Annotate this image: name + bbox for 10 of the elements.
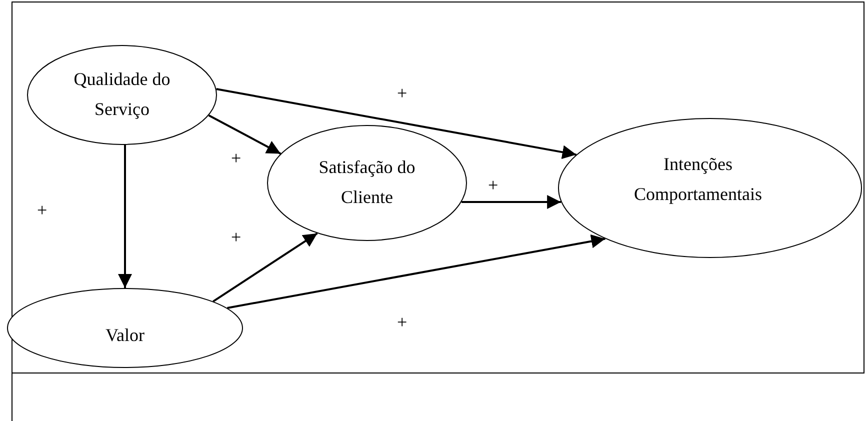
node-label: Qualidade do Serviço: [72, 68, 172, 121]
node-label: Intenções Comportamentais: [633, 153, 763, 206]
arrow: [227, 234, 606, 309]
node-label: Valor: [106, 324, 144, 348]
arrow: [208, 114, 282, 155]
node-label: Satisfação do Cliente: [318, 156, 416, 209]
arrow: [461, 195, 562, 209]
arrow: [216, 88, 576, 160]
arrow: [118, 144, 132, 288]
arrow: [212, 232, 318, 302]
